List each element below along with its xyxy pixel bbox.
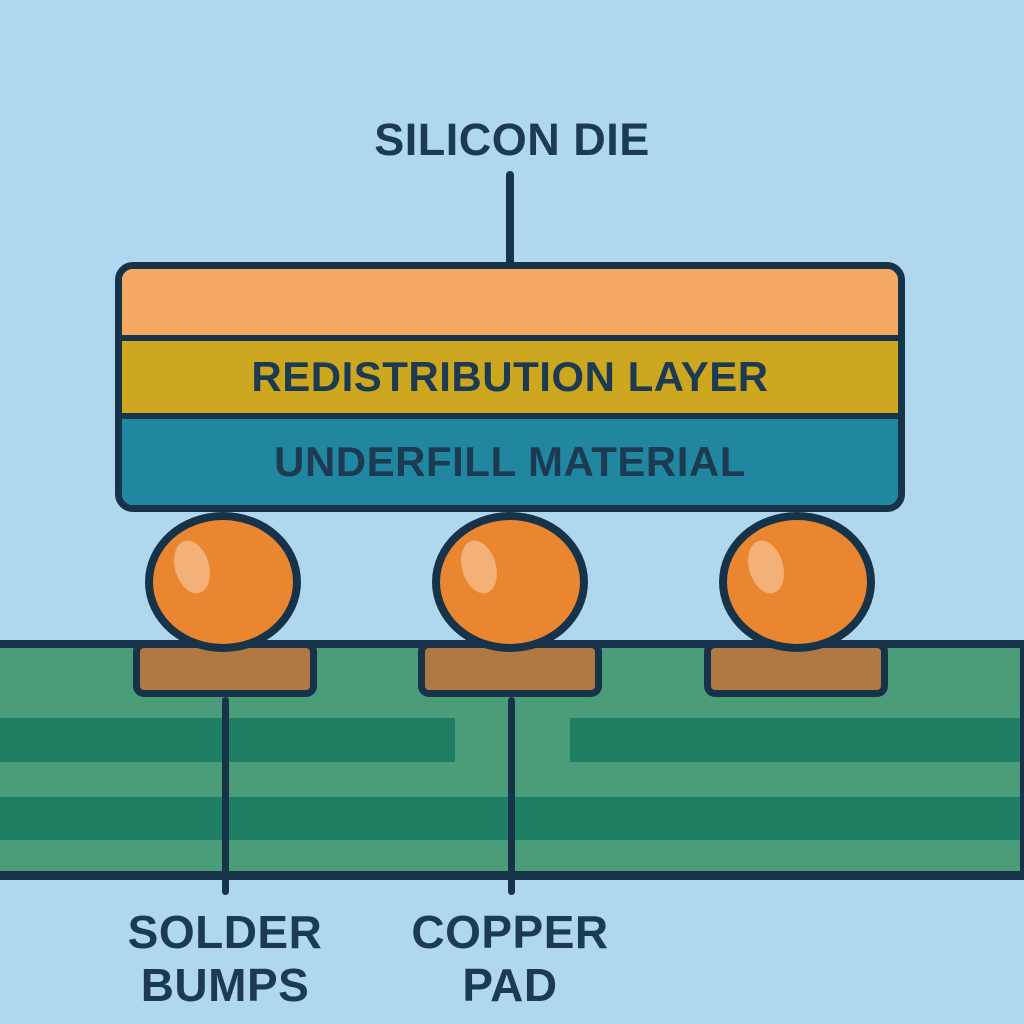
silicon-die-layer [122, 269, 898, 335]
solder-bumps-label-line1: SOLDER [127, 906, 323, 958]
solder-bump-highlight [455, 536, 503, 598]
solder-bumps-label-line2: BUMPS [140, 959, 310, 1011]
solder-bumps-label: SOLDER BUMPS [75, 906, 375, 1012]
solder-bump [719, 512, 875, 652]
solder-bump-highlight [168, 536, 216, 598]
copper-pad-leader-line [508, 697, 515, 895]
solder-bumps-leader-line [222, 697, 229, 895]
silicon-die-leader-line [506, 171, 514, 267]
solder-bump-highlight [742, 536, 790, 598]
solder-bump [432, 512, 588, 652]
solder-bump [145, 512, 301, 652]
redistribution-layer-label: REDISTRIBUTION LAYER [251, 353, 769, 400]
silicon-die-label: SILICON DIE [374, 114, 650, 165]
redistribution-layer: REDISTRIBUTION LAYER [122, 335, 898, 419]
underfill-material-layer: UNDERFILL MATERIAL [122, 419, 898, 505]
underfill-material-label: UNDERFILL MATERIAL [274, 438, 746, 485]
copper-pad-label-line2: PAD [462, 959, 558, 1011]
copper-pad-label-line1: COPPER [411, 906, 609, 958]
die-stack-box: REDISTRIBUTION LAYER UNDERFILL MATERIAL [115, 262, 905, 512]
pcb-trace-stripe [570, 718, 1020, 762]
copper-pad-label: COPPER PAD [360, 906, 660, 1012]
